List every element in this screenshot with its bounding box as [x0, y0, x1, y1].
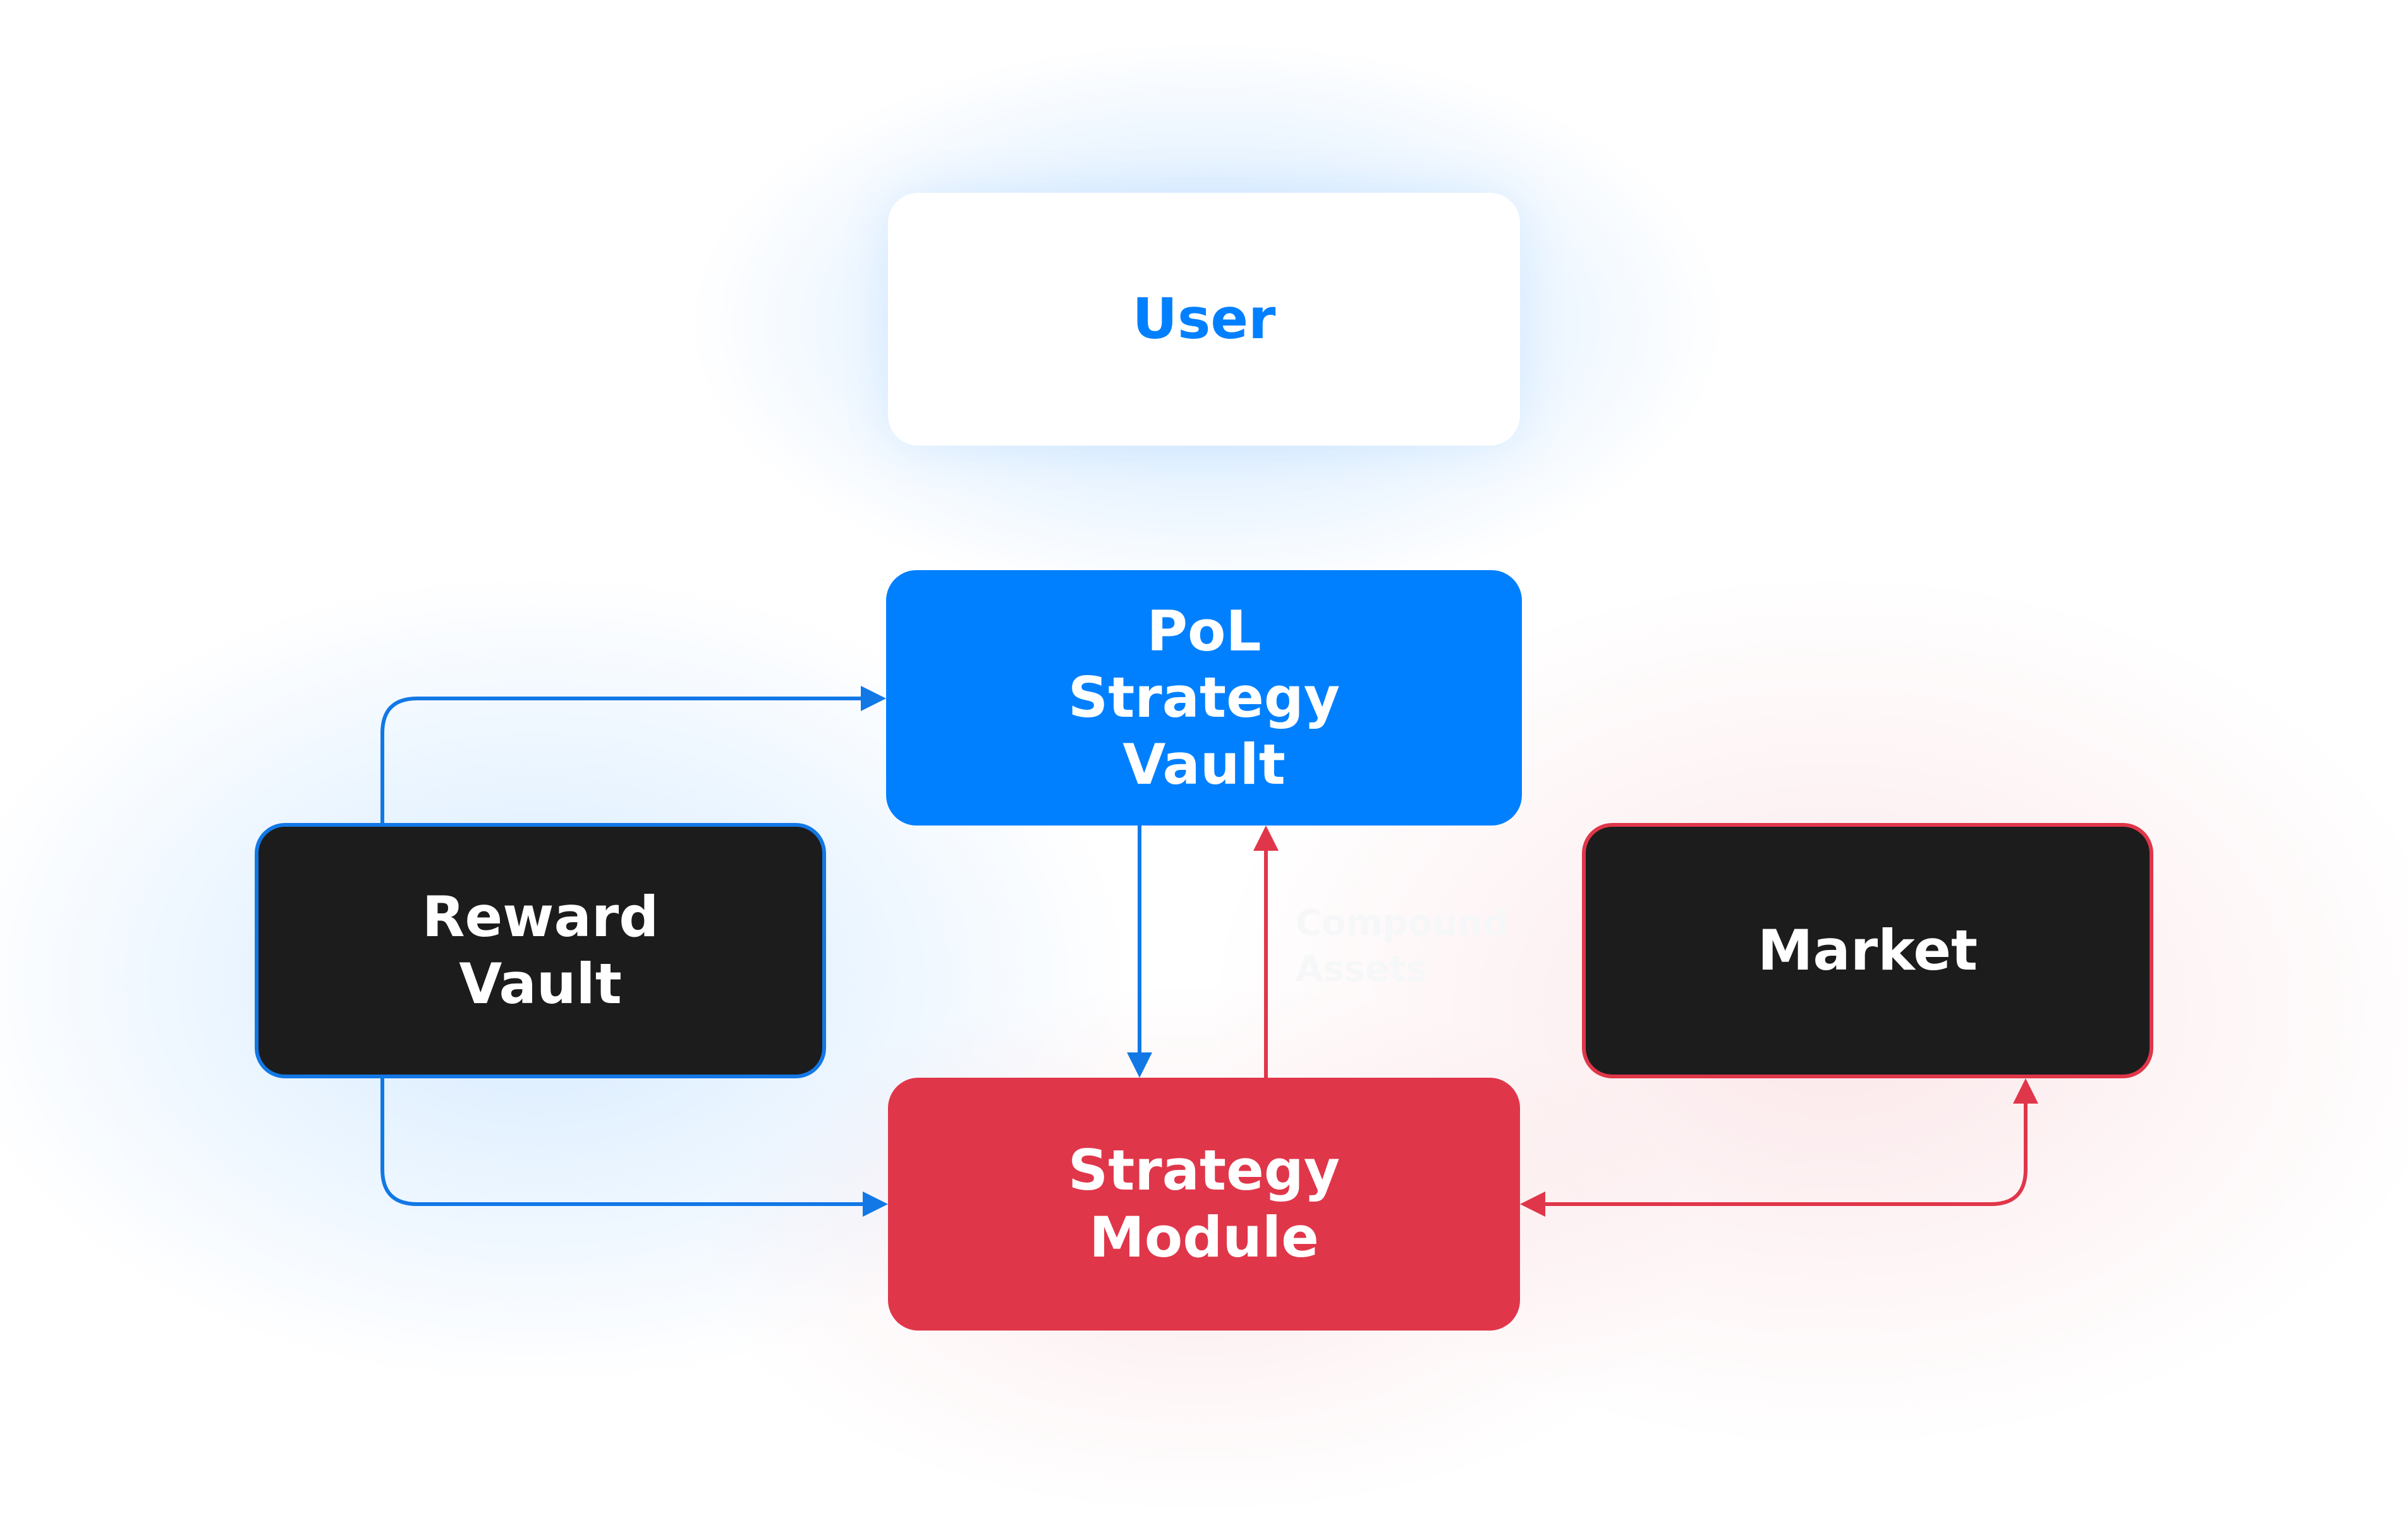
arrowhead-module-to-pol	[1253, 826, 1279, 851]
edge-reward-to-pol	[380, 697, 866, 823]
edge-module-market	[1542, 1101, 2028, 1206]
pol-strategy-vault-node: PoL Strategy Vault	[886, 570, 1522, 826]
edge-reward-to-module	[380, 1078, 867, 1206]
strategy-module-label: Strategy Module	[1067, 1138, 1341, 1270]
compound-assets-label: Compound Assets	[1296, 903, 1509, 990]
arrowhead-market-to-module	[1520, 1191, 1545, 1217]
user-label: User	[1132, 286, 1276, 352]
arrowhead-reward-to-module	[863, 1191, 888, 1217]
arrowhead-reward-to-pol	[861, 686, 886, 711]
strategy-module-node: Strategy Module	[888, 1078, 1520, 1331]
reward-vault-node: Reward Vault	[255, 823, 826, 1078]
arrowhead-module-to-market	[2013, 1078, 2038, 1104]
user-node: User	[888, 193, 1520, 446]
market-node: Market	[1582, 823, 2153, 1078]
arrowhead-pol-to-module	[1127, 1052, 1152, 1078]
pol-strategy-vault-label: PoL Strategy Vault	[1067, 598, 1341, 797]
market-label: Market	[1757, 918, 1978, 984]
reward-vault-label: Reward Vault	[422, 884, 659, 1016]
